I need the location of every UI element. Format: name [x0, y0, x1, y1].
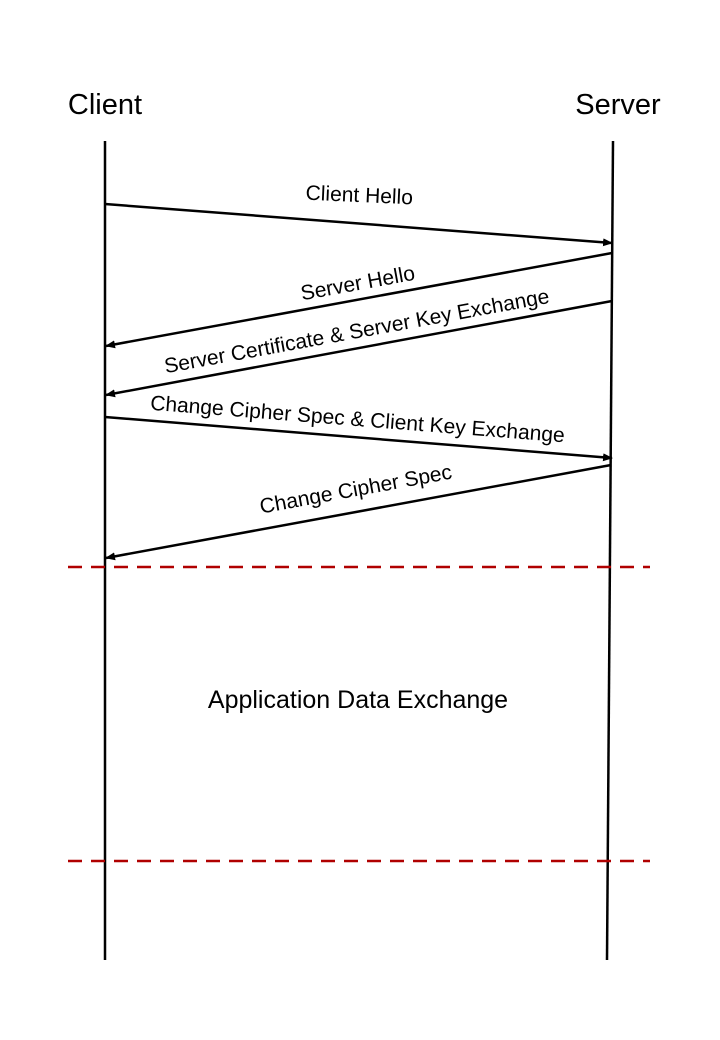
client-header: Client: [68, 89, 142, 121]
client-hello-arrow: [104, 202, 613, 247]
change-cipher-client-arrow: [104, 415, 613, 462]
change-cipher-client-label: Change Cipher Spec & Client Key Exchange: [149, 392, 565, 448]
server-hello-arrow: [105, 251, 613, 349]
client-hello-label: Client Hello: [305, 182, 413, 210]
server-lifeline: [605, 140, 615, 961]
application-data-exchange-label: Application Data Exchange: [208, 686, 508, 714]
server-header: Server: [575, 89, 661, 121]
server-certificate-arrow: [105, 299, 613, 398]
change-cipher-server-arrow: [105, 463, 612, 561]
change-cipher-server-label: Change Cipher Spec: [258, 461, 454, 519]
